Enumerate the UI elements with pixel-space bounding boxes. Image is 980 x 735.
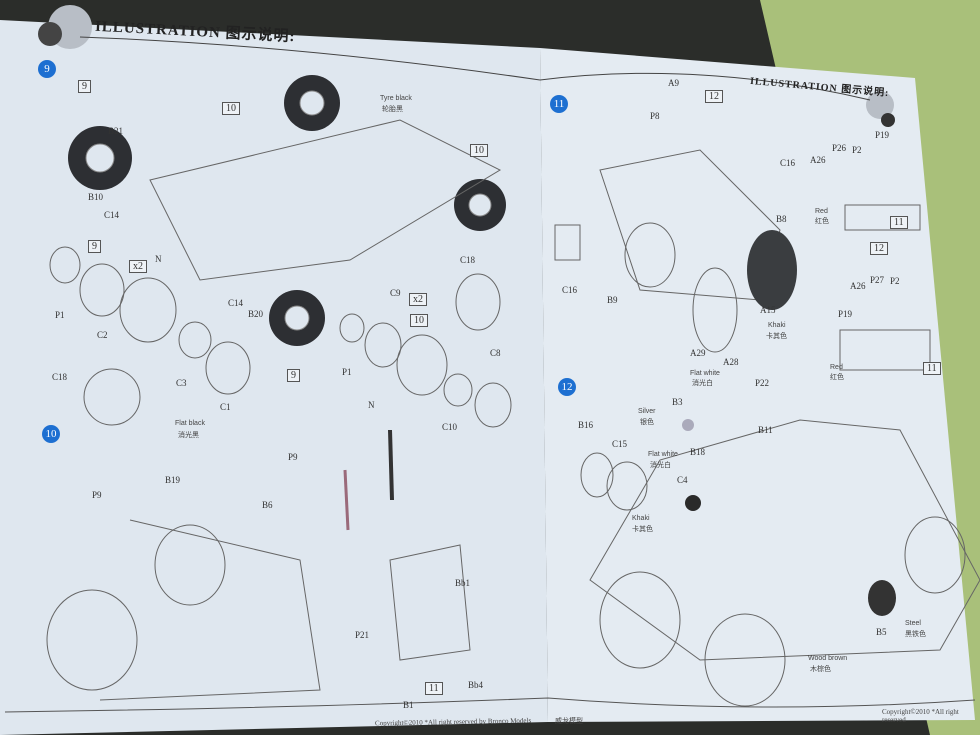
left-page [0,20,548,735]
part-label: C1 [220,402,231,412]
part-label: A26 [850,281,866,291]
step-number-12: 12 [558,378,576,396]
part-label: B5 [876,627,887,637]
step-number-11: 11 [550,95,568,113]
part-label: B11 [758,425,773,435]
part-label: C10 [442,422,458,432]
part-label: P2 [852,145,862,155]
step-number-9: 9 [38,60,56,78]
paint-label: 木棕色 [810,666,831,673]
right-footer-copyright: Copyright©2010 *All right reserved [882,708,959,724]
paint-label: Silver [638,408,656,415]
part-label: B9 [607,295,618,305]
part-label: C3 [176,378,187,388]
part-label: C18 [52,372,68,382]
paint-label: Red [815,208,828,215]
part-box: 10 [410,314,428,327]
part-label: A28 [723,357,739,367]
paint-label: Red [830,364,843,371]
part-label: C16 [562,285,578,295]
part-box: 9 [78,80,91,93]
part-label: C14 [228,298,244,308]
part-box: 11 [425,682,443,695]
paint-label: 卡其色 [766,333,787,340]
paint-label: 黑铁色 [905,631,926,638]
part-label: P9 [288,452,298,462]
part-label: P19 [875,130,890,140]
paint-label: Flat white [648,451,678,458]
paint-label: Tyre black [380,95,412,102]
part-label: P26 [832,143,847,153]
part-label: C14 [104,210,120,220]
part-label: B1 [403,700,414,710]
part-label: P1 [342,367,352,377]
paint-label: 红色 [830,374,844,381]
part-label: P9 [92,490,102,500]
part-label: C15 [612,439,628,449]
part-box: 11 [923,362,941,375]
part-box: 12 [705,90,723,103]
part-label: C9 [390,288,401,298]
part-label: C2 [97,330,108,340]
paint-label: Khaki [768,322,786,329]
part-label: P2 [890,276,900,286]
spare-wheel-cover [747,230,797,310]
right-page [540,48,975,722]
part-label: P21 [355,630,370,640]
part-label: B20 [248,309,264,319]
paint-label: 银色 [640,419,654,426]
part-box: 10 [222,102,240,115]
part-box: 9 [88,240,101,253]
paint-label: Wood brown [808,655,848,662]
part-label: B8 [776,214,787,224]
part-box: 11 [890,216,908,229]
part-label: A26 [810,155,826,165]
part-label: B18 [690,447,706,457]
quantity-badge: x2 [129,260,147,273]
part-box: 9 [287,369,300,382]
part-label: C18 [460,255,476,265]
part-label: P19 [838,309,853,319]
part-label: P8 [650,111,660,121]
paint-label: 消光白 [650,462,671,469]
paint-label: 消光黑 [178,432,199,439]
part-label: A9 [668,78,679,88]
part-label: B19 [165,475,181,485]
paint-label: 消光白 [692,380,713,387]
part-label: B21 [108,126,124,136]
part-label: B10 [88,192,104,202]
part-label: B6 [262,500,273,510]
part-label: A29 [690,348,706,358]
part-label: C4 [677,475,688,485]
part-label: B16 [578,420,594,430]
paint-label: Flat white [690,370,720,377]
part-label: N [155,254,162,264]
part-label: P1 [55,310,65,320]
part-label: N [368,400,375,410]
part-box: 12 [870,242,888,255]
part-box: 10 [470,144,488,157]
right-footer-brand: 威龙模型 [555,717,583,725]
quantity-badge: x2 [409,293,427,306]
paint-label: Khaki [632,515,650,522]
paint-label: 轮胎黑 [382,106,403,113]
part-label: P22 [755,378,770,388]
paint-label: 红色 [815,218,829,225]
part-label: C16 [780,158,796,168]
paint-label: 卡其色 [632,526,653,533]
part-label: Bb4 [468,680,484,690]
part-label: Bb1 [455,578,471,588]
part-label: C8 [490,348,501,358]
paint-label: Steel [905,620,921,627]
part-label: P27 [870,275,885,285]
step-number-10: 10 [42,425,60,443]
paint-label: Flat black [175,420,205,427]
part-label: A15 [760,305,776,315]
part-label: B3 [672,397,683,407]
